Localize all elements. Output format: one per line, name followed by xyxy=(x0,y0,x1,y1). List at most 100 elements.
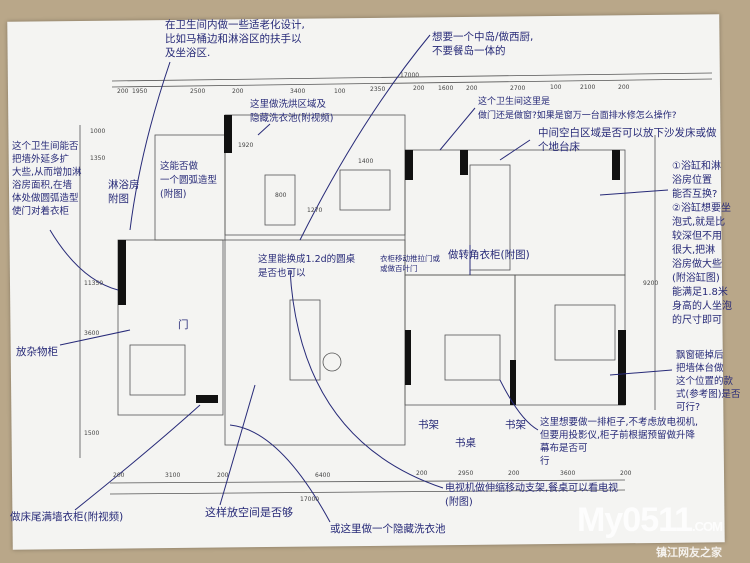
dimension-right: 9200 xyxy=(643,280,659,287)
dining-kitchen-outline xyxy=(224,114,406,236)
top-total-dimension-line xyxy=(111,72,713,82)
dimension-top: 1600 xyxy=(438,85,454,92)
annotation-arrow xyxy=(289,269,444,489)
watermark-logo: My0511.COM 镇江网友之家 xyxy=(577,501,723,559)
bed-1 xyxy=(129,344,186,396)
note-shower-reference: 淋浴房 附图 xyxy=(108,179,140,205)
dimension-table: 1920 xyxy=(238,142,254,149)
note-projector: 这里想要做一排柜子,不考虑放电视机, 但要用投影仪,柜子前根据预留做升降 幕布是… xyxy=(540,417,699,467)
dimension-table: 1270 xyxy=(307,207,323,214)
annotation-arrow xyxy=(439,107,476,151)
note-bathroom-extend: 这个卫生间能否 把墙外延多扩 大些,从而增加淋 浴房面积,在墙 体处做圆弧造型 … xyxy=(12,141,82,217)
dimension-top: 200 xyxy=(618,84,630,91)
annotation-arrow xyxy=(74,404,201,511)
dimension-island: 1400 xyxy=(358,158,374,165)
wall xyxy=(612,150,620,180)
dimension-left: 11350 xyxy=(84,280,104,287)
dimension-bottom: 200 xyxy=(113,472,125,479)
bedroom-1-outline xyxy=(117,239,224,416)
wall xyxy=(405,150,413,180)
dimension-top: 2100 xyxy=(580,84,596,91)
top-dimension-line xyxy=(111,78,713,88)
dimension-top: 2700 xyxy=(510,85,526,92)
dimension-top: 3400 xyxy=(290,88,306,95)
note-bathtub: ①浴缸和淋 浴房位置 能否互换? ②浴缸想要坐 泡式,就是比 较深但不用 很大,… xyxy=(672,161,732,326)
note-bathroom-elderly: 在卫生间内做一些适老化设计, 比如马桶边和淋浴区的扶手以 及坐浴区. xyxy=(165,19,305,59)
dimension-top: 2350 xyxy=(370,86,386,93)
bed-3 xyxy=(554,304,616,361)
dimension-left: 1500 xyxy=(84,430,100,437)
note-hidden-sink: 或这里做一个隐藏洗衣池 xyxy=(330,523,446,535)
note-arch: 这能否做 一个圆弧造型 (附图) xyxy=(160,161,218,200)
bed-2 xyxy=(444,334,501,381)
kitchen-island xyxy=(339,169,391,211)
annotation-arrow xyxy=(49,229,119,291)
wall xyxy=(118,240,126,305)
note-corner-wardrobe: 做转角衣柜(附图) xyxy=(448,249,530,261)
note-bed-wardrobe: 做床尾满墙衣柜(附视频) xyxy=(10,511,124,523)
note-space-enough: 这样放空间是否够 xyxy=(205,506,293,519)
dimension-left: 1350 xyxy=(90,155,106,162)
dimension-bottom: 200 xyxy=(217,472,229,479)
dimension-top: 1950 xyxy=(132,88,148,95)
annotation-arrow xyxy=(257,123,271,136)
dimension-top: 2500 xyxy=(190,88,206,95)
note-round-table: 这里能换成1.2d的圆桌 是否也可以 xyxy=(258,254,356,279)
note-storage: 放杂物柜 xyxy=(16,346,58,358)
note-wardrobe-door: 衣柜移动推拉门或 或做百叶门 xyxy=(380,254,440,273)
note-desk: 书桌 xyxy=(455,437,476,449)
dining-table xyxy=(264,174,296,226)
sofa xyxy=(289,299,321,381)
note-laundry: 这里做洗烘区域及 隐藏洗衣池(附视频) xyxy=(250,99,334,124)
dimension-top: 100 xyxy=(550,84,562,91)
dimension-bottom: 200 xyxy=(416,470,428,477)
dimension-bottom-total: 17000 xyxy=(300,496,320,503)
bathtub-area xyxy=(469,164,511,271)
note-bathroom-window: 这个卫生间这里是 做门还是做窗?如果是窗万一台面排水修怎么操作? xyxy=(478,97,677,121)
dimension-top: 200 xyxy=(466,85,478,92)
wall xyxy=(224,115,232,153)
annotation-arrow xyxy=(229,424,331,523)
bottom-dimension-line xyxy=(109,479,626,484)
watermark-brand: My0511 xyxy=(577,501,693,539)
bottom-total-dimension-line xyxy=(109,489,626,495)
watermark-domain: .COM xyxy=(692,519,723,534)
dimension-top: 200 xyxy=(413,85,425,92)
dimension-bottom: 200 xyxy=(620,470,632,477)
dimension-left: 3600 xyxy=(84,330,100,337)
annotation-arrow xyxy=(129,61,171,231)
master-bedroom-outline xyxy=(514,274,626,406)
annotation-arrow xyxy=(499,379,539,431)
note-bookshelf-2: 书架 xyxy=(505,419,526,431)
annotation-arrow xyxy=(609,369,673,376)
dimension-bottom: 3100 xyxy=(165,472,181,479)
wall xyxy=(510,360,516,405)
dimension-bottom: 3600 xyxy=(560,470,576,477)
note-bay-window: 飘窗砸掉后 把墙体台做 这个位置的款 式(参考图)是否 可行? xyxy=(676,350,741,413)
round-ceiling-lamp xyxy=(322,352,342,372)
annotation-arrow xyxy=(299,34,431,241)
note-bookshelf-1: 书架 xyxy=(418,419,439,431)
annotation-arrow xyxy=(219,384,256,506)
dimension-left: 1000 xyxy=(90,128,106,135)
dimension-bottom: 2950 xyxy=(458,470,474,477)
dimension-bottom: 6400 xyxy=(315,472,331,479)
dimension-bottom: 200 xyxy=(508,470,520,477)
note-tv-bracket: 电视机做伸缩移动支架,餐桌可以看电视 (附图) xyxy=(445,483,619,508)
annotation-arrow xyxy=(599,189,669,196)
dimension-top: 100 xyxy=(334,88,346,95)
wall xyxy=(196,395,218,403)
note-middle-bed: 中间空白区域是否可以放下沙发床或做 个地台床 xyxy=(538,127,717,153)
annotation-arrow xyxy=(499,139,531,161)
dimension-table: 800 xyxy=(275,192,287,199)
bedroom-2-outline xyxy=(404,274,516,406)
wall xyxy=(618,330,626,405)
wall xyxy=(405,330,411,385)
wall xyxy=(460,150,468,175)
note-door: 门 xyxy=(178,319,189,331)
watermark-tagline: 镇江网友之家 xyxy=(656,546,722,559)
dimension-top: 200 xyxy=(232,88,244,95)
dimension-top-total: 17000 xyxy=(400,72,420,79)
annotation-arrow xyxy=(59,329,131,346)
